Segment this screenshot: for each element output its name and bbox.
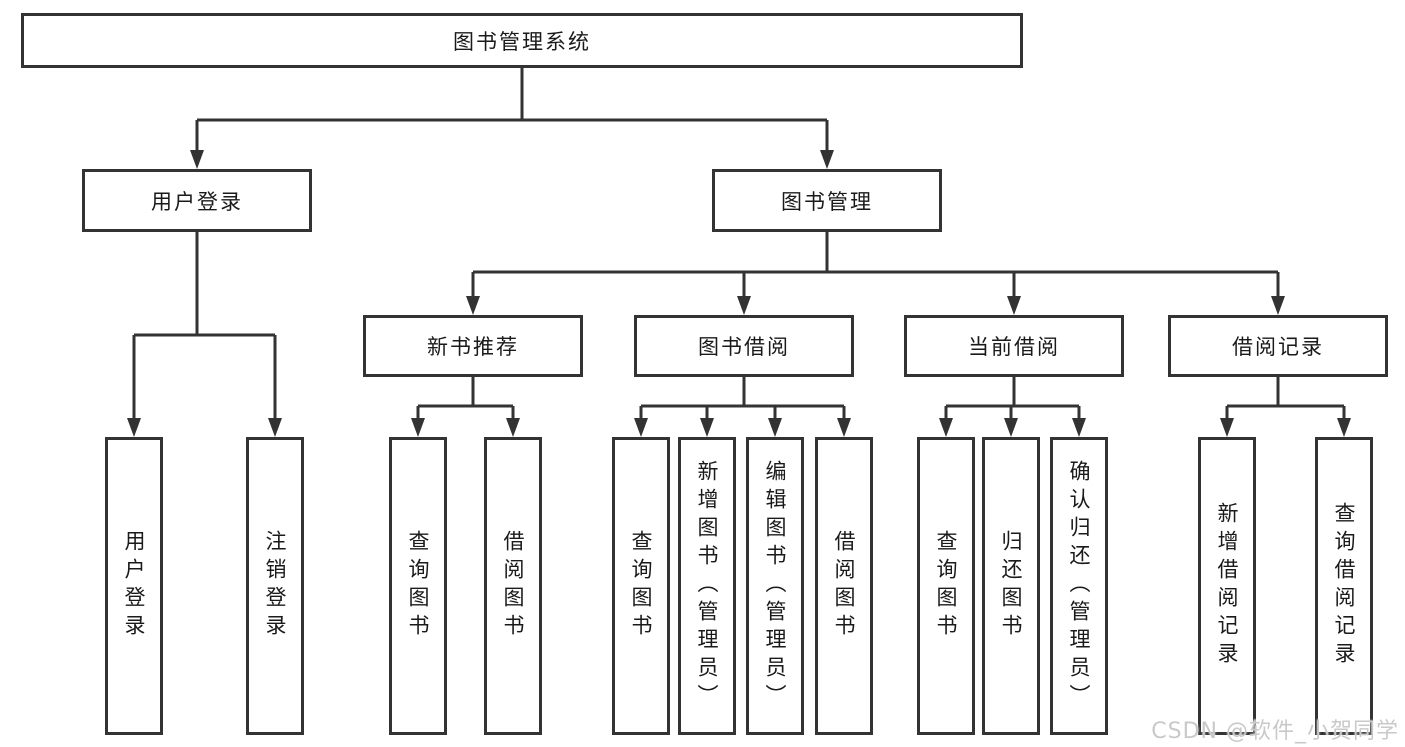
leaf-add-borrow-record: 新增借阅记录	[1198, 437, 1256, 735]
node-current-borrowing: 当前借阅	[904, 315, 1124, 377]
node-new-book-recommend: 新书推荐	[363, 315, 583, 377]
leaf-query-book-borrowing: 查询图书	[612, 437, 670, 735]
csdn-watermark: CSDN @软件_小贺同学	[1151, 719, 1399, 744]
node-borrowing-records: 借阅记录	[1168, 315, 1388, 377]
node-user-login: 用户登录	[82, 169, 312, 232]
node-book-management: 图书管理	[712, 169, 942, 232]
leaf-confirm-return-admin: 确认归还（管理员）	[1050, 437, 1108, 735]
leaf-query-borrow-record: 查询借阅记录	[1315, 437, 1373, 735]
leaf-borrow-book: 借阅图书	[815, 437, 873, 735]
leaf-query-book-recommend: 查询图书	[389, 437, 447, 735]
node-root-book-management-system: 图书管理系统	[21, 13, 1023, 68]
leaf-logout: 注销登录	[246, 437, 304, 735]
leaf-add-book-admin: 新增图书（管理员）	[678, 437, 736, 735]
leaf-edit-book-admin: 编辑图书（管理员）	[746, 437, 804, 735]
leaf-query-book-current: 查询图书	[917, 437, 975, 735]
leaf-user-login: 用户登录	[105, 437, 163, 735]
node-book-borrowing: 图书借阅	[634, 315, 854, 377]
leaf-return-book: 归还图书	[982, 437, 1040, 735]
leaf-borrow-book-recommend: 借阅图书	[484, 437, 542, 735]
